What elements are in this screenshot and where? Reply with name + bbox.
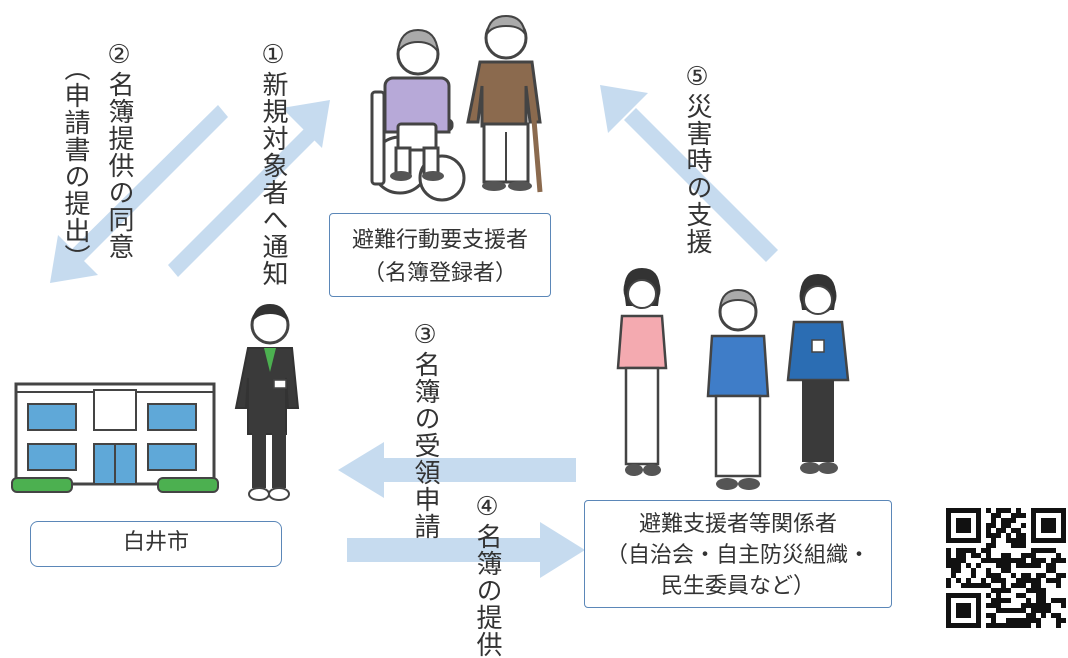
step3-label: ③名簿の受領申請	[410, 320, 440, 540]
supported-persons-title: 避難行動要支援者	[351, 228, 528, 253]
city-official-illustration	[234, 304, 300, 501]
supported-persons-subtitle: （名簿登録者）	[362, 261, 517, 286]
flow-diagram	[11, 14, 1066, 628]
step2-label: ②名簿提供の同意	[104, 40, 134, 260]
arrow-step5	[600, 85, 778, 262]
city-title: 白井市	[122, 530, 189, 555]
elderly-man-illustration	[466, 14, 543, 193]
arrow-step2	[50, 105, 228, 283]
supporters-box: 避難支援者等関係者 （自治会・自主防災組織・ 民生委員など）	[584, 500, 892, 608]
supported-persons-box: 避難行動要支援者 （名簿登録者）	[329, 213, 551, 297]
city-box: 白井市	[30, 521, 282, 567]
city-hall-building-illustration	[11, 382, 219, 493]
arrow-step4	[347, 522, 585, 578]
supporters-illustration	[616, 268, 850, 490]
step4-label: ④名簿の提供	[472, 492, 502, 658]
arrow-step1	[168, 100, 330, 277]
supporters-line2: （自治会・自主防災組織・	[605, 543, 870, 568]
supporters-line3: 民生委員など）	[660, 574, 815, 599]
supporters-title: 避難支援者等関係者	[638, 512, 837, 537]
qr-code	[946, 508, 1066, 628]
arrows	[50, 85, 778, 578]
step2-note: （申請書の提出）	[60, 55, 90, 271]
wheelchair-user-illustration	[370, 28, 466, 202]
arrow-step3	[338, 442, 576, 498]
step5-label: ⑤災害時の支援	[682, 62, 712, 255]
step1-label: ①新規対象者へ通知	[258, 40, 288, 287]
